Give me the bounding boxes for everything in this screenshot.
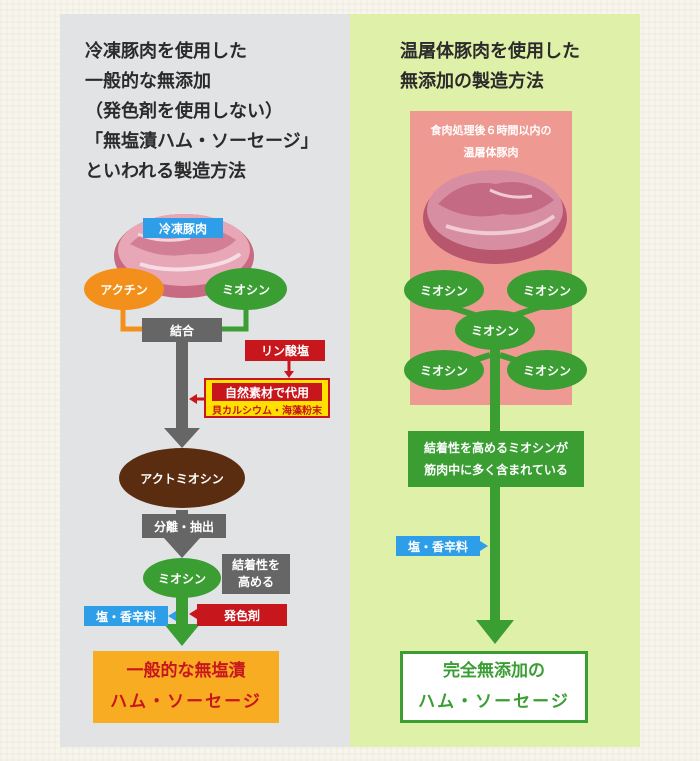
myosin-node-bl: ミオシン — [404, 350, 484, 390]
myosin-node-br: ミオシン — [507, 350, 587, 390]
salt-spice-label-left: 塩・香辛料 — [84, 606, 168, 626]
myosin-note-box: 結着性を高めるミオシンが 筋肉中に多く含まれている — [408, 431, 584, 487]
warm-pork-label: 食肉処理後６時間以内の 温屠体豚肉 — [410, 120, 572, 164]
myosin-node-2-label: ミオシン — [157, 571, 206, 586]
myosin-note-line: 筋肉中に多く含まれている — [424, 463, 568, 477]
warm-pork-image — [423, 170, 567, 264]
myosin-node-center: ミオシン — [455, 310, 535, 350]
myosin-note-line: 結着性を高めるミオシンが — [423, 441, 568, 455]
natural-replace-label: 自然素材で代用 — [212, 383, 322, 401]
frozen-pork-label: 冷凍豚肉 — [143, 218, 223, 238]
left-heading-line: 冷凍豚肉を使用した — [85, 41, 247, 62]
natural-material-box: 自然素材で代用 貝カルシウム・海藻粉末 — [204, 378, 330, 418]
natural-materials-text: 貝カルシウム・海藻粉末 — [212, 405, 322, 417]
actomyosin-node: アクトミオシン — [119, 448, 245, 508]
right-heading-line: 無添加の製造方法 — [400, 71, 544, 92]
separate-extract-box: 分離・抽出 — [142, 514, 226, 538]
result-right-line1: 完全無添加の — [443, 661, 545, 681]
myosin-node-tr: ミオシン — [507, 270, 587, 310]
bond-box: 結合 — [142, 318, 222, 342]
result-left-line2: ハム・ソーセージ — [110, 692, 262, 712]
right-heading: 温屠体豚肉を使用した 無添加の製造方法 — [400, 37, 580, 97]
phosphate-box: リン酸塩 — [245, 340, 325, 361]
salt-spice-label-right: 塩・香辛料 — [396, 536, 480, 556]
result-left-line1: 一般的な無塩漬 — [126, 661, 246, 681]
binding-box: 結着性を 高める — [222, 554, 290, 594]
left-heading: 冷凍豚肉を使用した 一般的な無添加 （発色剤を使用しない） 「無塩漬ハム・ソーセ… — [85, 37, 319, 187]
myosin-node: ミオシン — [205, 268, 287, 310]
result-left: 一般的な無塩漬 ハム・ソーセージ — [93, 651, 279, 723]
right-heading-line: 温屠体豚肉を使用した — [400, 41, 580, 62]
warm-pork-label-line: 食肉処理後６時間以内の — [430, 124, 552, 137]
left-heading-line: といわれる製造方法 — [85, 161, 247, 182]
binding-line: 結着性を — [231, 558, 280, 572]
result-right: 完全無添加の ハム・ソーセージ — [400, 651, 588, 723]
left-heading-line: 「無塩漬ハム・ソーセージ」 — [85, 131, 319, 152]
myosin-node-tl: ミオシン — [404, 270, 484, 310]
actin-node: アクチン — [84, 268, 164, 310]
binding-line: 高める — [237, 575, 274, 589]
left-heading-line: （発色剤を使用しない） — [85, 101, 283, 122]
left-heading-line: 一般的な無添加 — [85, 71, 211, 92]
myosin-node-2: ミオシン — [143, 558, 221, 598]
color-agent-box: 発色剤 — [197, 604, 287, 626]
warm-pork-label-line: 温屠体豚肉 — [463, 146, 519, 159]
result-right-line2: ハム・ソーセージ — [418, 692, 570, 712]
